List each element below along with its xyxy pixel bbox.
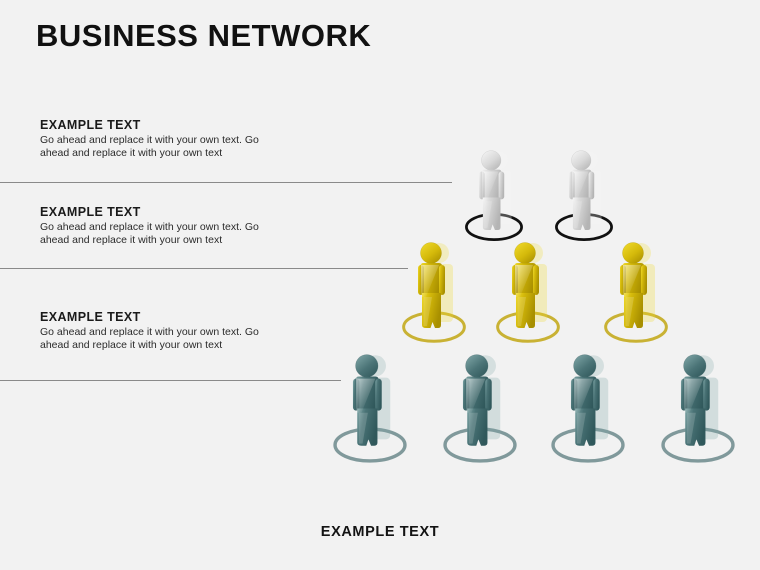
- text-block-2-heading: EXAMPLE TEXT: [40, 205, 141, 219]
- person-figure-teal-1[interactable]: [333, 352, 407, 463]
- person-figure-gold-2[interactable]: [496, 240, 560, 343]
- person-figure-gold-1[interactable]: [402, 240, 466, 343]
- text-block-2-body: Go ahead and replace it with your own te…: [40, 221, 259, 246]
- person-icon: [558, 148, 610, 234]
- person-figure-white-2[interactable]: [555, 148, 613, 241]
- person-icon: [558, 352, 618, 450]
- person-icon: [340, 352, 400, 450]
- person-icon: [406, 240, 462, 332]
- page-title: BUSINESS NETWORK: [36, 18, 372, 53]
- person-figure-teal-2[interactable]: [443, 352, 517, 463]
- text-block-2[interactable]: EXAMPLE TEXT Go ahead and replace it wit…: [40, 205, 290, 247]
- connector-line-1: [0, 182, 452, 183]
- person-figure-gold-3[interactable]: [604, 240, 668, 343]
- text-block-3-body: Go ahead and replace it with your own te…: [40, 326, 259, 351]
- text-block-3[interactable]: EXAMPLE TEXT Go ahead and replace it wit…: [40, 310, 290, 352]
- text-block-1-body: Go ahead and replace it with your own te…: [40, 134, 259, 159]
- person-icon: [500, 240, 556, 332]
- text-block-1-heading: EXAMPLE TEXT: [40, 118, 141, 132]
- text-block-3-heading: EXAMPLE TEXT: [40, 310, 141, 324]
- connector-line-2: [0, 268, 408, 269]
- person-figure-teal-3[interactable]: [551, 352, 625, 463]
- person-icon: [450, 352, 510, 450]
- person-icon: [468, 148, 520, 234]
- person-icon: [608, 240, 664, 332]
- bottom-caption: EXAMPLE TEXT: [320, 524, 440, 540]
- text-block-1[interactable]: EXAMPLE TEXT Go ahead and replace it wit…: [40, 118, 290, 160]
- connector-line-3: [0, 380, 341, 381]
- person-icon: [668, 352, 728, 450]
- person-figure-teal-4[interactable]: [661, 352, 735, 463]
- person-figure-white-1[interactable]: [465, 148, 523, 241]
